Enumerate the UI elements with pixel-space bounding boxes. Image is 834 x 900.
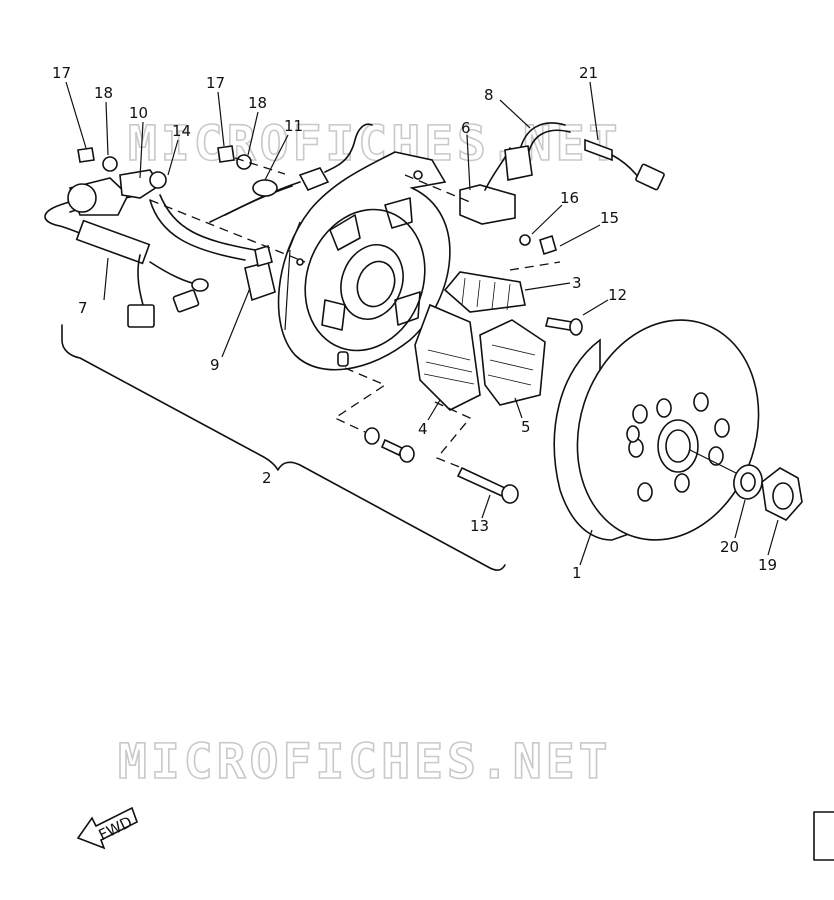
watermark-bottom: MICROFICHES.NET [118, 734, 611, 790]
callout-18: 18 [94, 84, 113, 102]
bolt-13 [456, 466, 519, 504]
callout-1: 1 [572, 564, 582, 582]
stator-base-plate [277, 151, 451, 371]
callout-3: 3 [572, 274, 582, 292]
callout-16: 16 [560, 189, 579, 207]
assembly-bracket [61, 324, 506, 571]
callout-4: 4 [418, 420, 428, 438]
dash-line [434, 401, 472, 469]
callout-10: 10 [129, 104, 148, 122]
callout-17: 17 [52, 64, 71, 82]
fwd-arrow-icon: FWD [76, 806, 138, 850]
dash-line [509, 261, 561, 271]
callout-7: 7 [78, 299, 88, 317]
dash-line [149, 199, 306, 263]
partial-box [813, 811, 834, 861]
callout-5: 5 [521, 418, 531, 436]
callout-15: 15 [600, 209, 619, 227]
callout-9: 9 [210, 356, 220, 374]
charging-coil-4 [414, 303, 481, 411]
callout-19: 19 [758, 556, 777, 574]
pickup-coil [244, 244, 276, 302]
callout-21: 21 [579, 64, 598, 82]
screw-12 [545, 317, 583, 336]
dash-line [333, 367, 387, 433]
callout-20: 20 [720, 538, 739, 556]
nut-19 [761, 467, 803, 521]
callout-11: 11 [284, 117, 303, 135]
source-coil-3 [443, 271, 526, 313]
washer-and-screw [364, 427, 415, 463]
fwd-label: FWD [96, 813, 135, 845]
callout-12: 12 [608, 286, 627, 304]
lead-wire [209, 123, 373, 223]
callout-2: 2 [262, 469, 272, 487]
dash-line [234, 157, 286, 175]
leader-lines [65, 81, 779, 566]
callout-6: 6 [461, 119, 471, 137]
callout-17: 17 [206, 74, 225, 92]
callout-18: 18 [248, 94, 267, 112]
flywheel-rotor [553, 319, 760, 541]
upper-right-wiring [459, 122, 665, 256]
callout-8: 8 [484, 86, 494, 104]
callout-14: 14 [172, 122, 191, 140]
charging-coil-5 [479, 319, 546, 406]
dash-line [404, 174, 471, 203]
callout-13: 13 [470, 517, 489, 535]
wire-harness [44, 145, 256, 328]
